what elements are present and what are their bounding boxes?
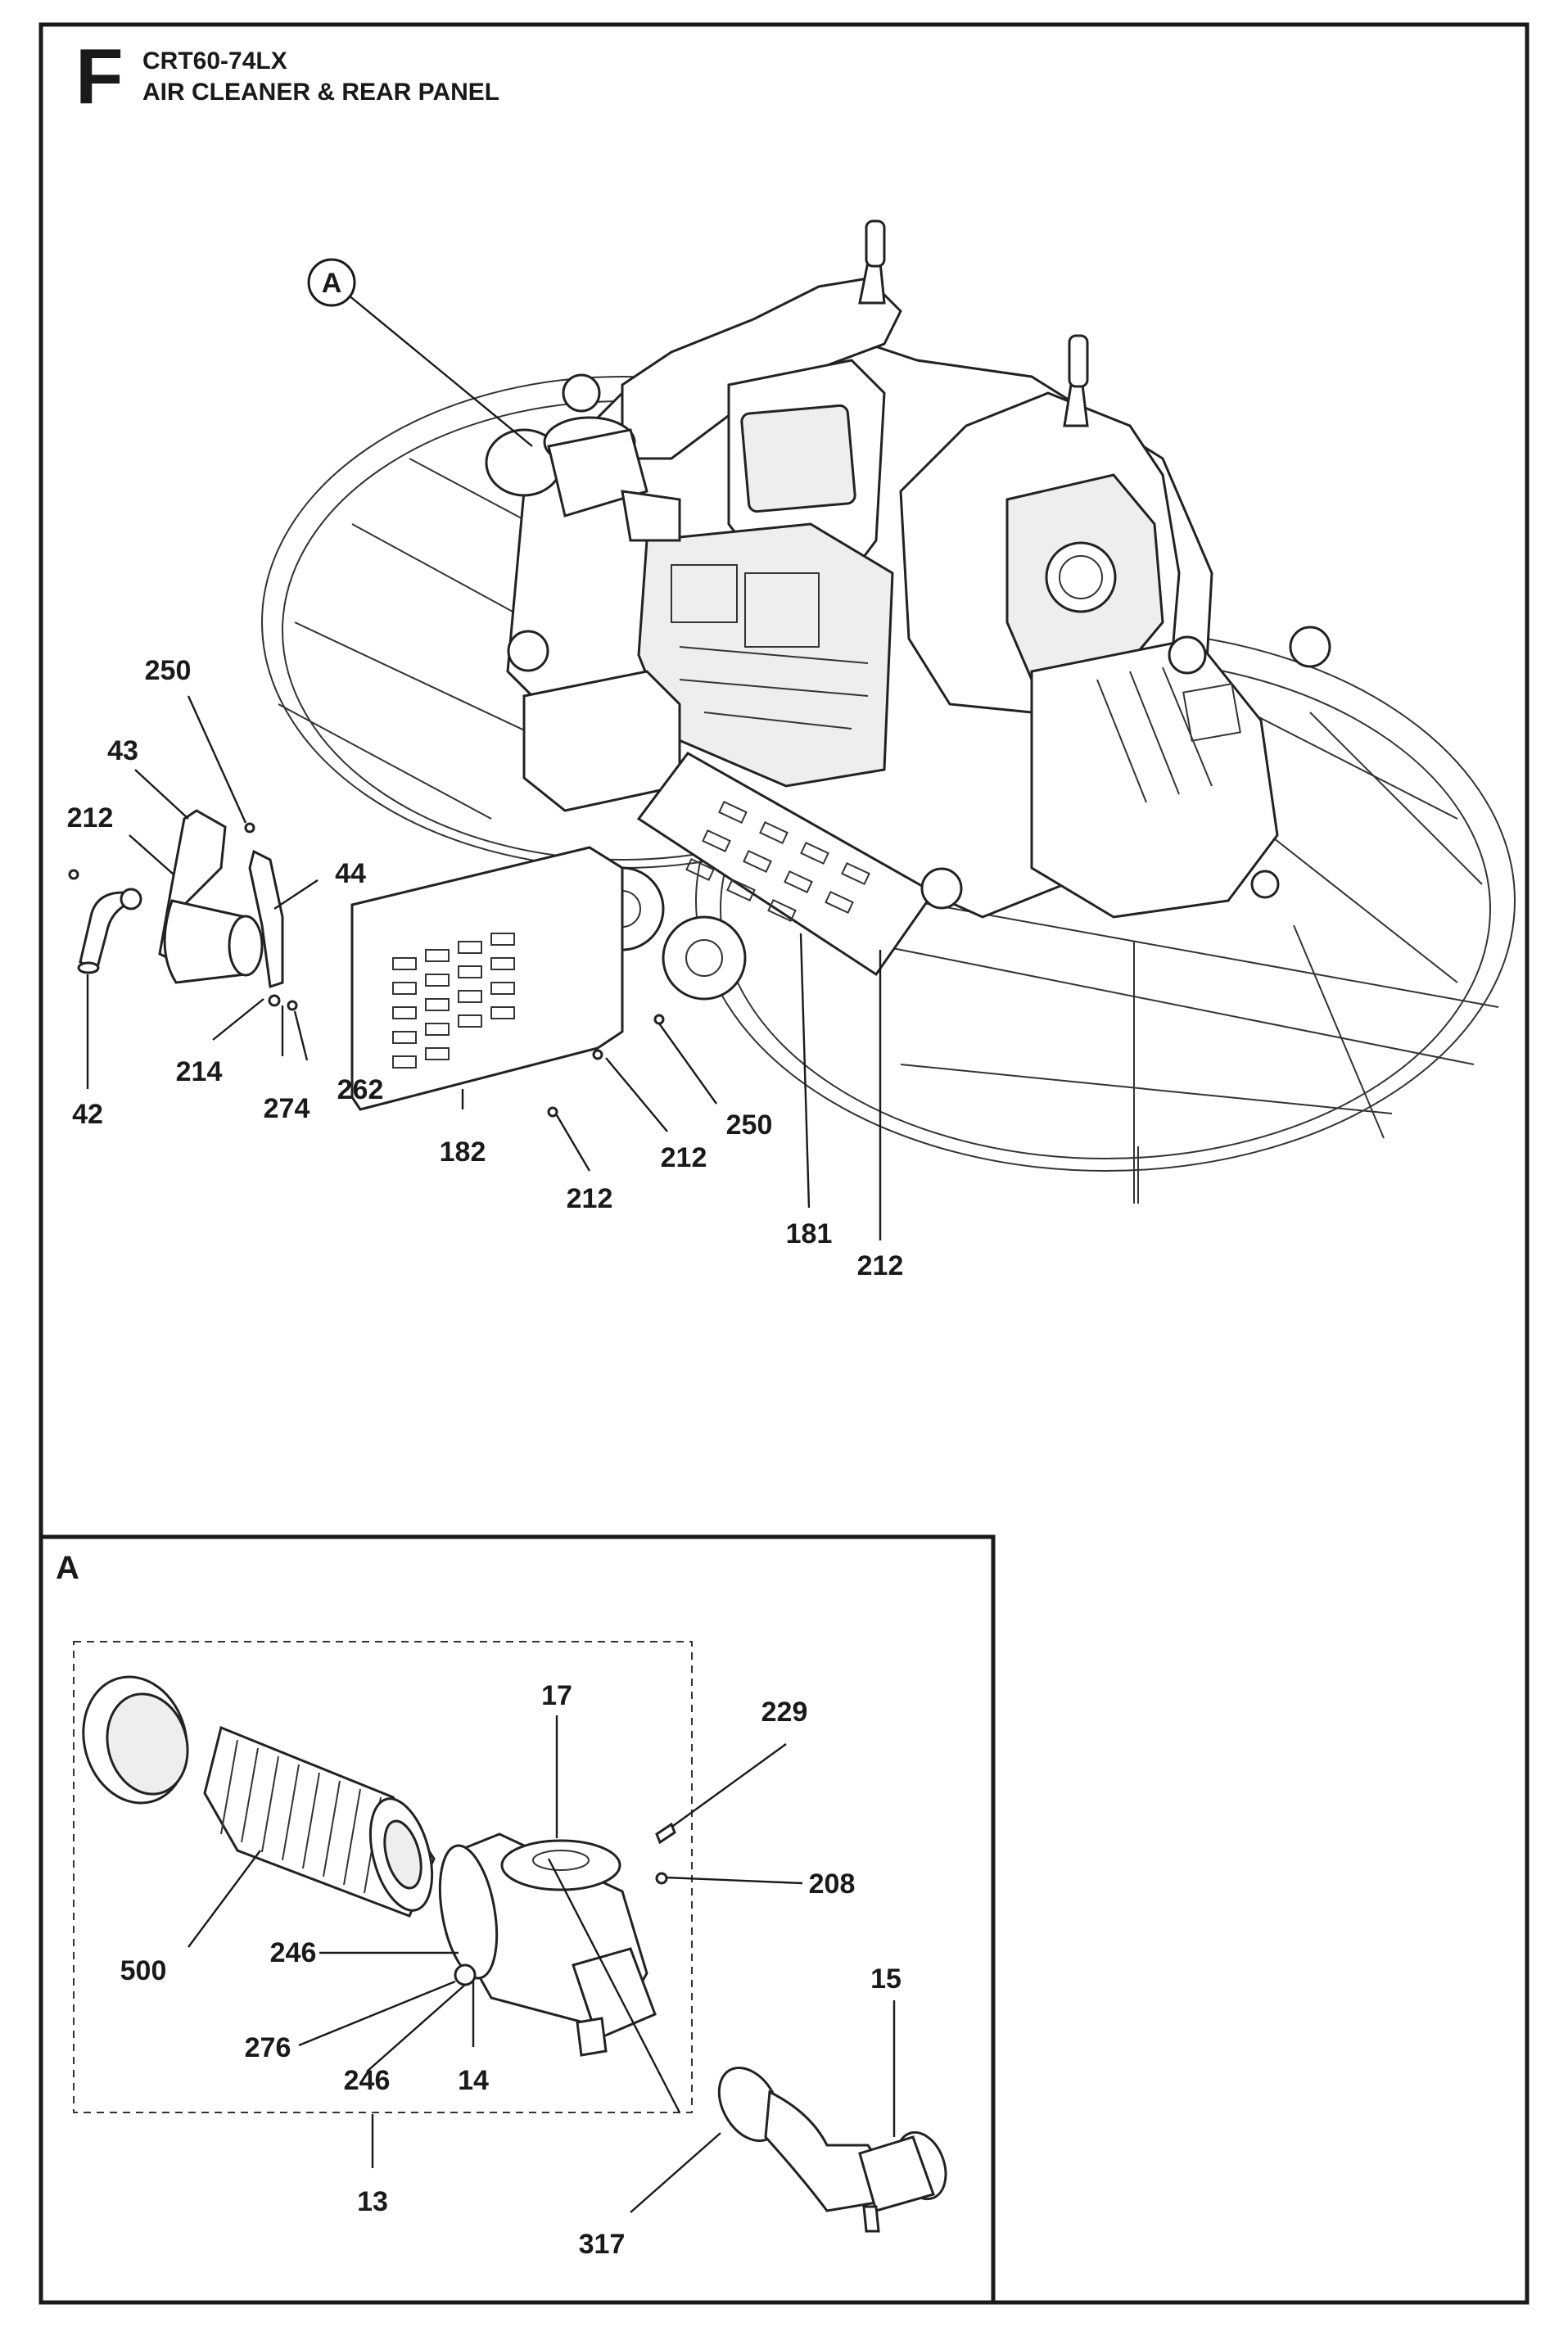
model-name: CRT60-74LX	[142, 47, 287, 75]
joystick-right	[1063, 334, 1089, 427]
detail-a-callout-letter: A	[322, 268, 342, 299]
part-label: 44	[335, 858, 366, 889]
part-label: 43	[107, 735, 138, 766]
diagram-title: AIR CLEANER & REAR PANEL	[142, 79, 499, 106]
air-cleaner-assembly-location	[485, 416, 681, 542]
part-label: 246	[270, 1937, 317, 1968]
part-label: 14	[458, 2065, 489, 2096]
part-label: 317	[579, 2229, 626, 2260]
part-label: 250	[145, 655, 192, 686]
part-label: 212	[661, 1142, 707, 1173]
joystick-left	[858, 219, 886, 305]
part-label: 208	[809, 1868, 856, 1900]
part-label: 229	[761, 1697, 808, 1728]
inset-leader-lines	[188, 1715, 896, 2213]
part-label: 212	[67, 802, 114, 834]
part-label: 214	[176, 1056, 223, 1087]
kit-13-boundary	[73, 1641, 693, 2113]
part-label: 250	[726, 1109, 773, 1141]
section-letter: F	[75, 33, 124, 120]
part-label: 246	[344, 2065, 391, 2096]
main-part-labels: 250 43 212 44 214 274 262 42 182 212 250…	[67, 655, 904, 1281]
part-label: 212	[567, 1183, 613, 1214]
part-label: 15	[870, 1963, 901, 1995]
part-label: 181	[786, 1218, 833, 1249]
part-label: 182	[440, 1136, 486, 1168]
part-label: 274	[264, 1093, 310, 1124]
part-label: 276	[245, 2032, 291, 2063]
part-label: 17	[541, 1680, 572, 1711]
inset-part-labels: 17 229 208 500 246 276 246 14 15 13 317	[120, 1680, 901, 2260]
trowel-machine-illustration	[261, 219, 1516, 1204]
part-label: 262	[337, 1074, 384, 1105]
air-cleaner-exploded-view	[82, 1675, 947, 2233]
main-leader-lines	[86, 294, 882, 1240]
part-label: 212	[857, 1250, 904, 1281]
detail-a-inset-title: A	[56, 1550, 79, 1586]
part-label: 13	[357, 2186, 388, 2217]
part-label: 500	[120, 1955, 167, 1986]
part-label: 42	[72, 1099, 103, 1130]
detail-a-callout-circle	[307, 258, 356, 307]
exploded-parts-left	[68, 809, 665, 1118]
